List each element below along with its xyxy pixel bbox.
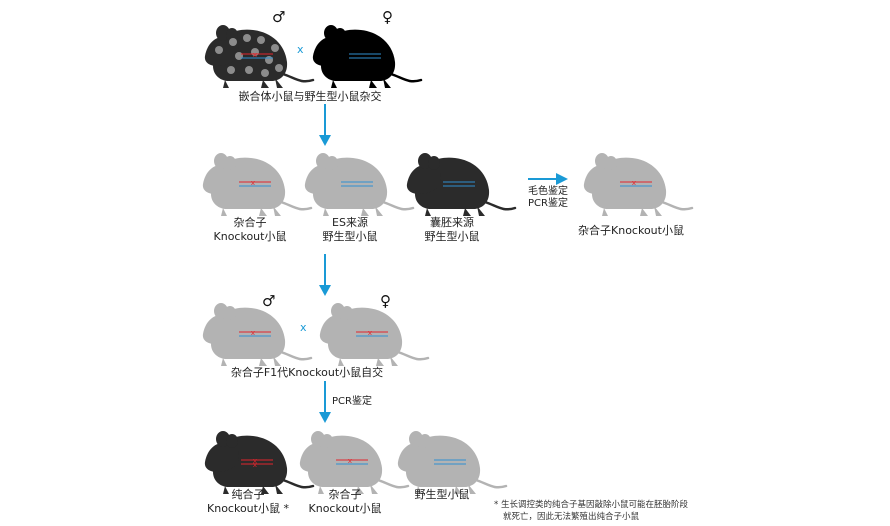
- step4-mouse2-label-line1: 杂合子: [328, 488, 362, 501]
- step2-mouse2-label-line2: 野生型小鼠: [322, 230, 378, 243]
- arrow-right: [528, 173, 568, 185]
- male-icon: ♂: [272, 8, 286, 26]
- result-het-knockout-mouse: x: [582, 151, 694, 218]
- step2-result-label: 杂合子Knockout小鼠: [578, 224, 684, 237]
- wildtype-offspring-mouse: [396, 429, 508, 496]
- arrow-down-1: [319, 104, 331, 146]
- step4-mouse3-label: 野生型小鼠: [414, 488, 470, 501]
- step1-caption: 嵌合体小鼠与野生型小鼠杂交: [238, 90, 382, 103]
- f1-female-mouse: x: [318, 301, 430, 368]
- footnote-line1: * 生长调控类的纯合子基因敲除小鼠可能在胚胎阶段: [494, 500, 688, 510]
- svg-text:x: x: [253, 461, 257, 469]
- wildtype-black-mouse: [311, 23, 423, 90]
- step2-mouse3-label-line2: 野生型小鼠: [424, 230, 480, 243]
- cross-icon: x: [300, 321, 307, 334]
- step3-method: PCR鉴定: [332, 396, 372, 407]
- step2-mouse2-label-line1: ES来源: [332, 216, 368, 229]
- step2-method-line1: 毛色鉴定: [528, 186, 568, 197]
- svg-text:x: x: [251, 179, 255, 187]
- arrow-down-2: [319, 254, 331, 296]
- het-knockout-mouse: x: [201, 151, 313, 218]
- arrow-down-3: [319, 381, 331, 423]
- es-wildtype-mouse: [303, 151, 415, 218]
- cross-icon: x: [297, 43, 304, 56]
- svg-text:x: x: [348, 457, 352, 465]
- het-knockout-offspring-mouse: x: [298, 429, 410, 496]
- svg-text:x: x: [368, 329, 372, 337]
- step4-mouse1-label-line2: Knockout小鼠 *: [207, 502, 289, 515]
- step2-mouse1-label-line1: 杂合子: [233, 216, 267, 229]
- step4-mouse2-label-line2: Knockout小鼠: [308, 502, 382, 515]
- female-icon: ♀: [380, 292, 391, 310]
- chimera-mouse: x: [203, 23, 315, 90]
- f1-male-mouse: x: [201, 301, 313, 368]
- svg-text:x: x: [251, 329, 255, 337]
- svg-text:x: x: [253, 457, 257, 465]
- homozygous-knockout-mouse: x x: [203, 429, 315, 496]
- step2-method-line2: PCR鉴定: [528, 198, 568, 209]
- step2-mouse1-label-line2: Knockout小鼠: [213, 230, 287, 243]
- svg-text:x: x: [632, 179, 636, 187]
- step3-caption: 杂合子F1代Knockout小鼠自交: [230, 366, 384, 379]
- footnote-line2: 就死亡，因此无法繁殖出纯合子小鼠: [503, 512, 640, 522]
- male-icon: ♂: [262, 292, 276, 310]
- female-icon: ♀: [382, 8, 393, 26]
- svg-text:x: x: [253, 51, 257, 59]
- blastocyst-wildtype-mouse: [405, 151, 517, 218]
- step4-mouse1-label-line1: 纯合子: [231, 488, 265, 501]
- step2-mouse3-label-line1: 囊胚来源: [430, 216, 474, 229]
